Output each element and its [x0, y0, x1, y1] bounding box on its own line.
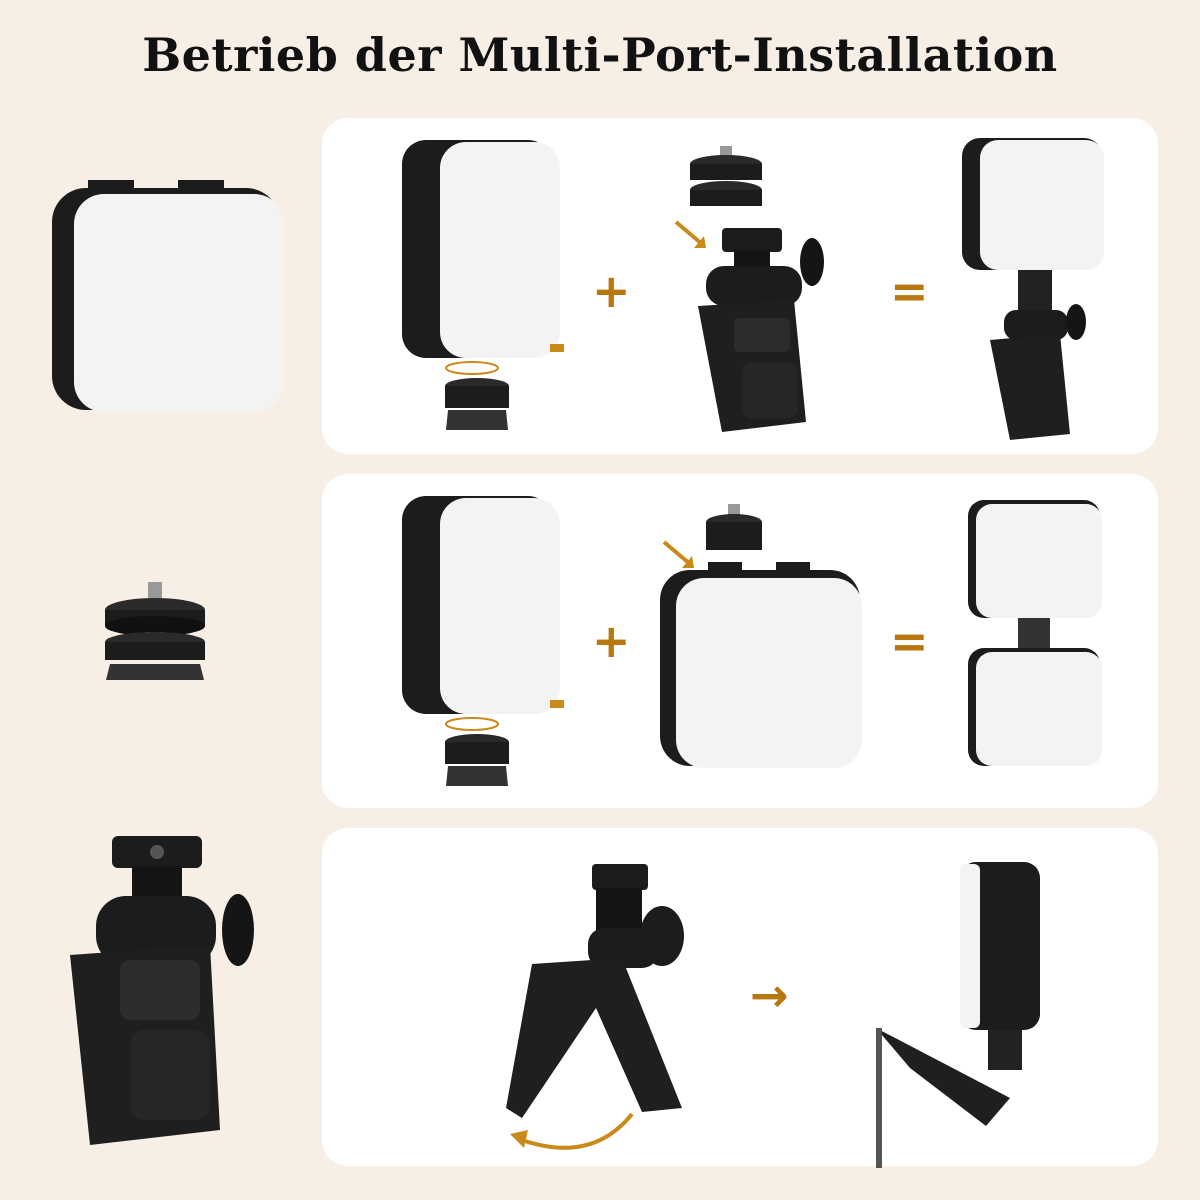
mounted-light-icon [876, 862, 1040, 1168]
cold-shoe-adapter-icon [105, 582, 205, 680]
clip-mount-icon [70, 836, 254, 1145]
equals-operator: = [890, 614, 929, 668]
clip-mount-icon [698, 228, 824, 432]
cold-shoe-adapter-icon [445, 378, 509, 430]
equals-operator: = [890, 264, 929, 318]
rotate-arrow-icon [445, 361, 499, 375]
right-arrow-operator: → [750, 968, 789, 1022]
down-arrow-icon [674, 220, 706, 248]
down-arrow-icon [662, 540, 694, 568]
plus-operator: + [592, 264, 631, 318]
light-panel-icon [52, 180, 284, 412]
panel-clip-assembly: + = [322, 118, 1158, 454]
stacked-lights-icon [968, 500, 1102, 766]
page-title: Betrieb der Multi-Port-Installation [142, 28, 1058, 82]
tripod-clip-icon [506, 864, 684, 1118]
cold-shoe-adapter-icon [690, 146, 762, 206]
curved-arrow-icon [510, 1112, 634, 1150]
panel-tripod-use: → [322, 828, 1158, 1168]
light-panel-icon [402, 140, 564, 358]
cold-shoe-adapter-icon [706, 504, 762, 550]
cold-shoe-adapter-icon [445, 734, 509, 786]
light-panel-icon [660, 562, 862, 768]
assembled-clip-light-icon [962, 138, 1104, 440]
rotate-arrow-icon [445, 717, 499, 731]
light-panel-icon [402, 496, 564, 714]
panel-stacked-lights: + = [322, 474, 1158, 808]
plus-operator: + [592, 614, 631, 668]
